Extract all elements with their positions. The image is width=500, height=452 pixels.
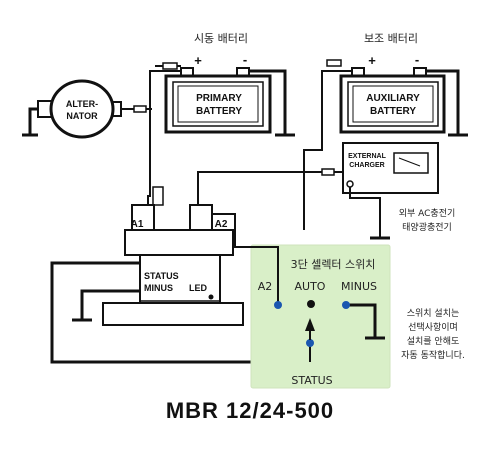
auxiliary-battery-name-2: BATTERY	[370, 106, 416, 117]
selector-panel: 3단 셀렉터 스위치 A2 AUTO MINUS STATUS	[250, 244, 391, 389]
relay-terminal-a1: A1	[131, 219, 144, 230]
switch-dot-auto[interactable]	[307, 300, 315, 308]
switch-dot-a2[interactable]	[274, 301, 282, 309]
charger-label-2: CHARGER	[349, 162, 384, 169]
selector-title: 3단 셀렉터 스위치	[291, 258, 376, 271]
alternator-label-1: ALTER-	[66, 99, 98, 109]
relay-minus-label: MINUS	[144, 283, 173, 293]
note-line-4: 자동 동작합니다.	[401, 350, 465, 361]
switch-arrow-head	[305, 318, 315, 331]
note-line-2: 선택사항이며	[408, 322, 458, 333]
auxiliary-battery: 보조 배터리 + - AUXILIARY BATTERY	[339, 32, 446, 134]
selector-minus-label: MINUS	[341, 280, 377, 293]
primary-battery-plus: +	[194, 53, 202, 68]
auxiliary-battery-name-1: AUXILIARY	[366, 93, 420, 104]
charger-label-1: EXTERNAL	[348, 153, 386, 160]
relay-terminal-a2: A2	[215, 219, 228, 230]
diagram-title: MBR 12/24-500	[166, 398, 334, 423]
alternator: ALTER- NATOR	[37, 79, 122, 139]
switch-note: 스위치 설치는 선택사항이며 설치를 안해도 자동 동작합니다.	[401, 307, 465, 361]
auxiliary-battery-minus: -	[415, 52, 419, 67]
relay-status-label: STATUS	[144, 271, 179, 281]
primary-battery-minus: -	[243, 52, 247, 67]
relay-wiring	[50, 261, 310, 364]
note-line-3: 설치를 안해도	[407, 335, 460, 347]
primary-battery-name-2: BATTERY	[196, 106, 242, 117]
relay-led-label: LED	[189, 283, 208, 293]
note-line-1: 스위치 설치는	[407, 307, 460, 319]
selector-a2-label: A2	[258, 280, 273, 293]
selector-switch[interactable]	[274, 300, 350, 347]
relay-unit: A1 A2 STATUS MINUS LED	[102, 204, 244, 326]
charger-note-1: 외부 AC충전기	[399, 207, 456, 219]
charger-note-2: 태양광충전기	[402, 221, 452, 233]
primary-battery-name-1: PRIMARY	[196, 93, 242, 104]
switch-dot-minus[interactable]	[342, 301, 350, 309]
external-charger: EXTERNAL CHARGER 외부 AC충전기 태양광충전기	[342, 142, 456, 233]
selector-auto-label: AUTO	[295, 280, 326, 293]
auxiliary-battery-plus: +	[368, 53, 376, 68]
auxiliary-battery-korean-label: 보조 배터리	[364, 32, 418, 45]
alternator-label-2: NATOR	[66, 111, 98, 121]
switch-dot-status[interactable]	[306, 339, 314, 347]
selector-status-label: STATUS	[291, 374, 332, 387]
primary-battery-korean-label: 시동 배터리	[194, 32, 248, 45]
primary-battery: 시동 배터리 + - PRIMARY BATTERY	[164, 32, 272, 134]
